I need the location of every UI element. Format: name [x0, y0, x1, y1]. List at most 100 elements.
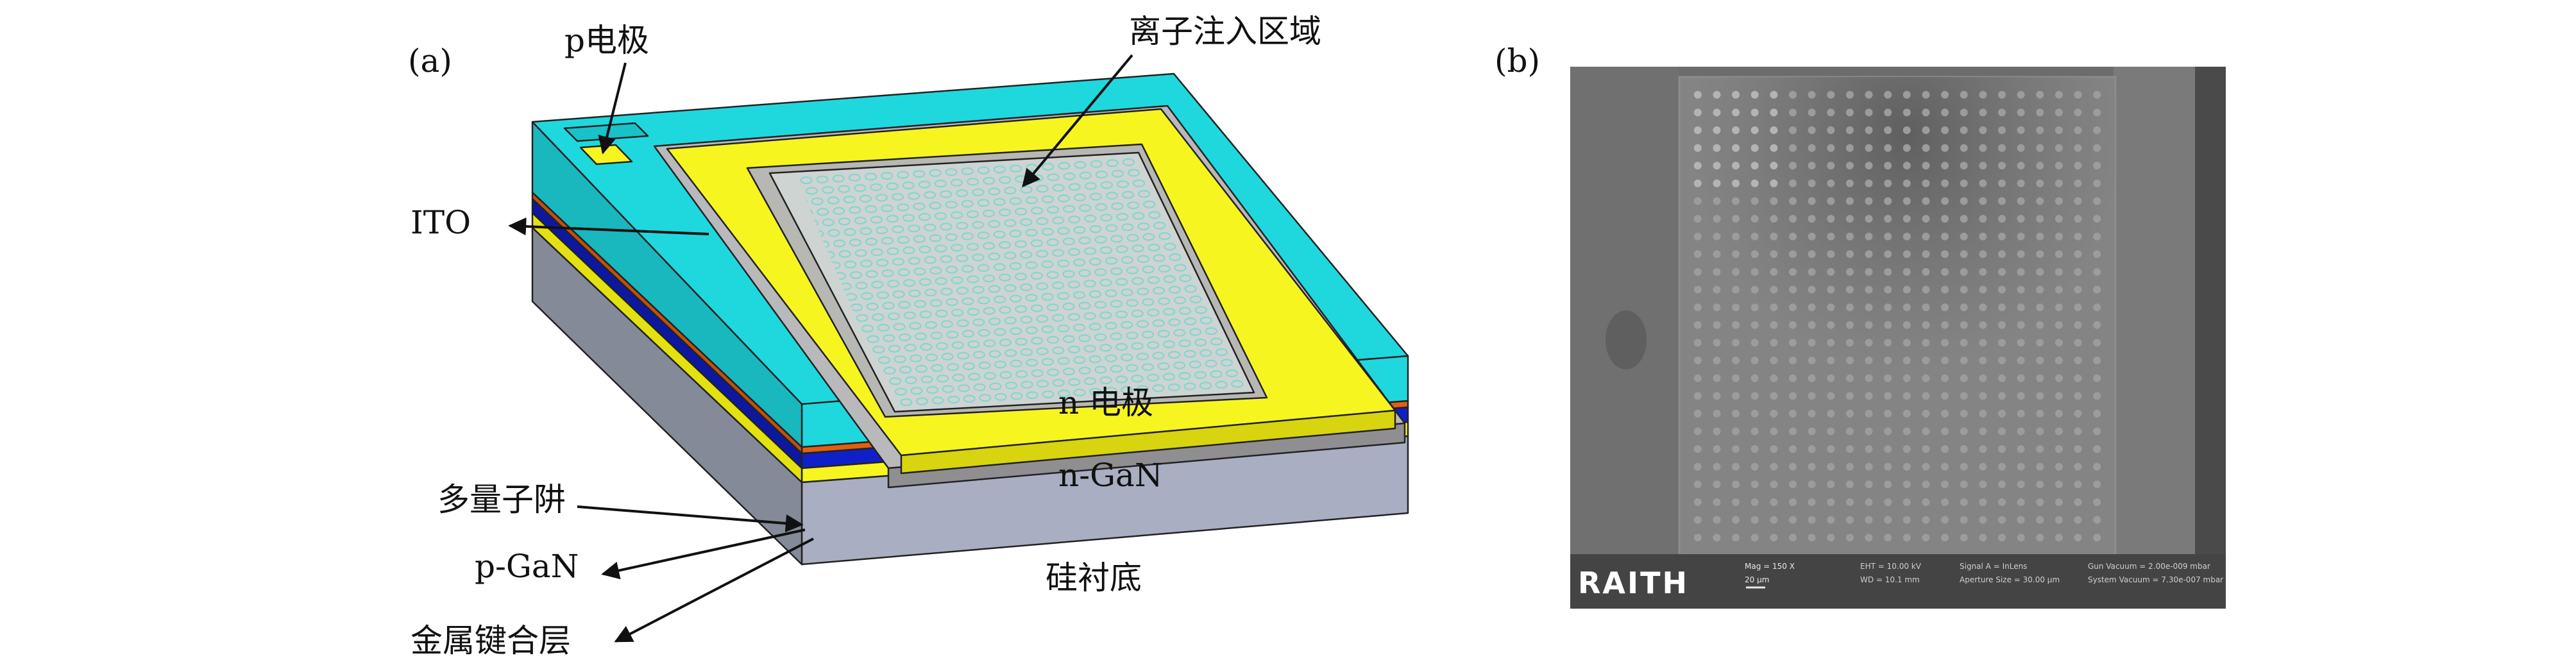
implant-hole [861, 292, 874, 300]
implant-hole [881, 204, 894, 212]
sem-dot [1902, 108, 1911, 117]
implant-hole [1095, 203, 1108, 211]
sem-dot [1979, 374, 1987, 382]
sem-dot [2036, 534, 2044, 542]
implant-hole [1083, 247, 1096, 255]
sem-dot [2093, 250, 2101, 258]
implant-hole [1148, 211, 1161, 219]
sem-dot [1922, 108, 1930, 117]
sem-dot [2093, 392, 2101, 400]
implant-hole [961, 199, 974, 208]
sem-dot [2055, 427, 2063, 435]
implant-hole [1063, 367, 1075, 376]
implant-hole [1036, 185, 1049, 193]
implant-hole [892, 192, 904, 201]
implant-hole [1184, 285, 1197, 293]
sem-dot [1922, 534, 1930, 542]
sem-dot [1865, 516, 1873, 524]
sem-dot [2017, 197, 2025, 205]
implant-hole [1073, 389, 1086, 397]
sem-dot [1979, 215, 1987, 223]
implant-hole [1142, 330, 1155, 339]
implant-hole [883, 334, 895, 342]
sem-dot [2074, 392, 2082, 400]
sem-dot [1789, 321, 1797, 329]
implant-hole [1136, 352, 1149, 360]
sem-dot [1845, 232, 1854, 241]
sem-dot [1979, 108, 1987, 117]
implant-hole [919, 213, 931, 221]
sem-dot [1979, 498, 1987, 506]
sem-dot [2036, 321, 2044, 329]
sem-dot [1884, 126, 1892, 134]
sem-dot [1713, 480, 1721, 489]
sem-dot [2017, 232, 2025, 241]
sem-dot [2036, 480, 2044, 489]
implant-hole [956, 189, 969, 198]
sem-dot [1998, 144, 2006, 152]
implant-hole [1009, 262, 1022, 270]
sem-dot [2074, 357, 2082, 364]
implant-hole [1004, 187, 1017, 195]
sem-dot [1960, 250, 1968, 258]
implant-hole [961, 232, 974, 241]
sem-dot [1713, 250, 1721, 258]
sem-dot [2036, 162, 2044, 170]
sem-dot [1922, 462, 1930, 471]
implant-hole [945, 201, 958, 209]
implant-hole [1036, 249, 1049, 258]
implant-hole [1189, 328, 1202, 336]
implant-hole [838, 250, 851, 258]
sem-dot [1789, 409, 1797, 418]
implant-hole [1073, 356, 1086, 364]
implant-hole [1183, 350, 1196, 358]
sem-dot [1979, 427, 1987, 435]
implant-hole [1058, 162, 1071, 170]
implant-hole [899, 333, 911, 341]
sem-dot [2074, 427, 2082, 435]
sem-dot [1960, 268, 1968, 276]
implant-hole [1057, 357, 1070, 365]
implant-hole [1178, 339, 1191, 348]
implant-hole [1105, 387, 1117, 395]
sem-dot [1713, 179, 1721, 187]
implant-hole [1142, 266, 1155, 274]
implant-hole [1178, 372, 1191, 380]
sem-dot [1693, 215, 1702, 223]
implant-hole [1152, 351, 1165, 360]
sem-dot [2074, 126, 2082, 134]
sem-dot [2017, 392, 2025, 400]
sem-dot [1827, 534, 1835, 542]
implant-hole [1089, 387, 1102, 396]
implant-hole [1173, 328, 1186, 337]
sem-dot [2036, 409, 2044, 418]
implant-hole [1131, 375, 1144, 383]
sem-dot [1960, 357, 1968, 364]
implant-hole [1099, 376, 1112, 384]
sem-dot [1902, 285, 1911, 294]
sem-dot [2093, 162, 2101, 170]
implant-hole [940, 320, 953, 328]
sem-dot [1998, 179, 2006, 187]
sem-dot [2036, 250, 2044, 258]
implant-hole [999, 339, 1012, 347]
implant-hole [838, 185, 851, 193]
implant-hole [1031, 207, 1044, 215]
sem-dot [1979, 462, 1987, 471]
sem-dot [1922, 126, 1930, 134]
sem-scalebar-label: 20 μm [1745, 575, 1769, 584]
implant-hole [1153, 254, 1165, 262]
sem-dot [2036, 197, 2044, 205]
implant-hole [962, 330, 974, 338]
sem-dot [2055, 250, 2063, 258]
sem-dot [1941, 516, 1949, 524]
implant-hole [881, 269, 894, 277]
sem-dot [1998, 427, 2006, 435]
sem-dot [2074, 144, 2082, 152]
sem-dot [1827, 90, 1835, 99]
implant-hole [926, 386, 938, 394]
implant-hole [886, 247, 899, 255]
sem-dot [2074, 285, 2082, 294]
sem-dot [1902, 445, 1911, 453]
implant-hole [1153, 221, 1166, 230]
